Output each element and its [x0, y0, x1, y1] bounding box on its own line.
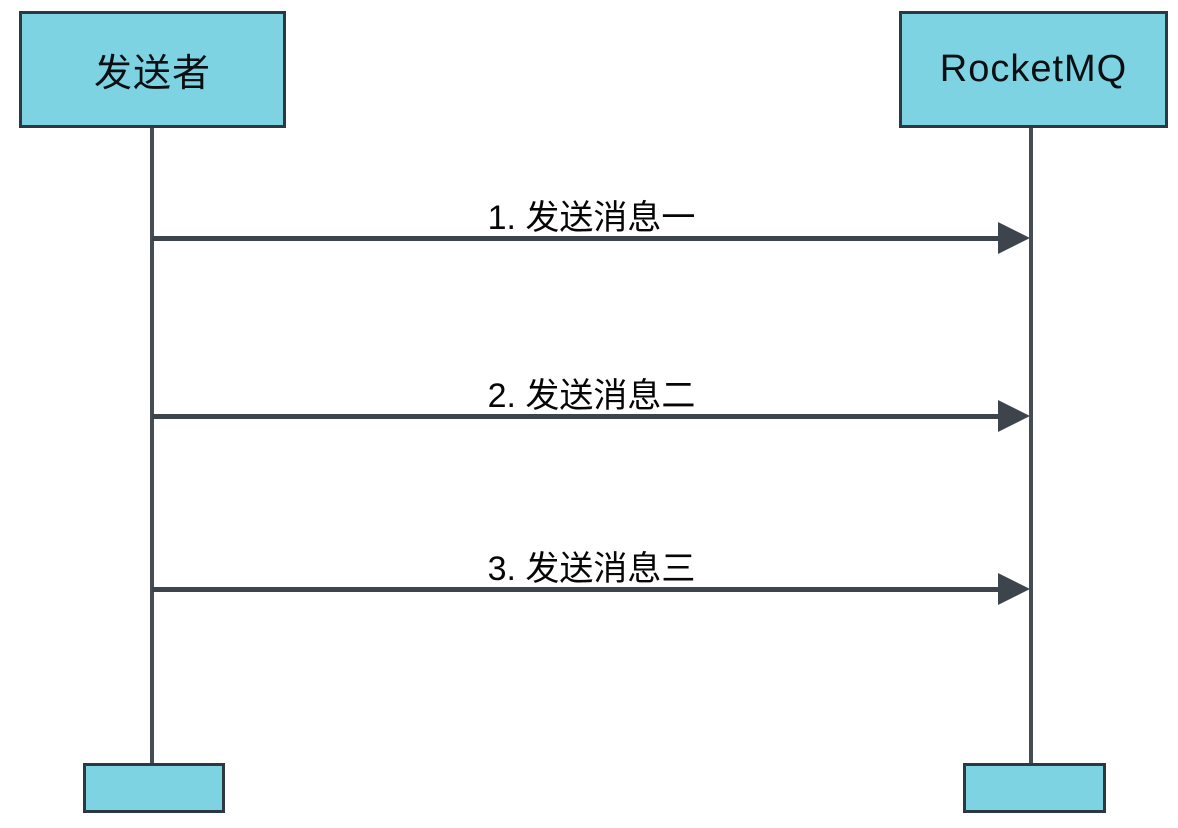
lifeline-sender — [150, 128, 154, 763]
arrow-head-icon — [998, 400, 1030, 432]
actor-label-sender: 发送者 — [93, 53, 211, 95]
arrow-head-icon — [998, 222, 1030, 254]
message-label-3: 3. 发送消息三 — [487, 550, 696, 588]
message-arrow-line-2 — [152, 414, 1004, 419]
footer-box-sender — [83, 763, 225, 813]
actor-box-sender: 发送者 — [19, 11, 286, 128]
actor-label-rocketmq: RocketMQ — [939, 48, 1128, 90]
footer-box-rocketmq — [963, 763, 1106, 813]
actor-box-rocketmq: RocketMQ — [899, 11, 1168, 128]
arrow-head-icon — [998, 573, 1030, 605]
message-arrow-line-1 — [152, 236, 1004, 241]
message-label-1: 1. 发送消息一 — [487, 199, 696, 237]
lifeline-rocketmq — [1029, 128, 1033, 763]
message-arrow-line-3 — [152, 587, 1004, 592]
message-label-2: 2. 发送消息二 — [487, 377, 696, 415]
